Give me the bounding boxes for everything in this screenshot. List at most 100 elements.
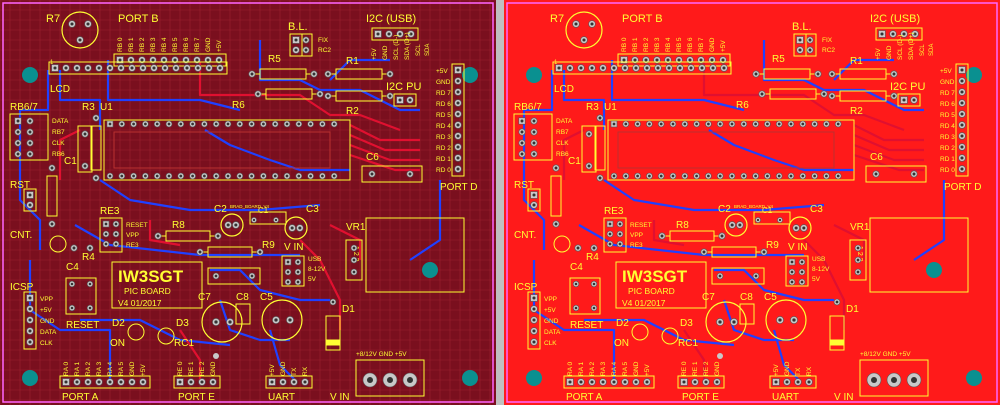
re3-vpp-label: VPP [126, 232, 139, 239]
rst-header-outline [527, 188, 541, 212]
port-b-pin-label: RB 0 [117, 37, 124, 52]
port-a-pin-label: RA 3 [600, 362, 607, 376]
c7-outline [201, 301, 243, 343]
vsel-outline [281, 255, 305, 287]
pad-hole [387, 32, 391, 36]
top-trace [198, 62, 401, 132]
pad-hole [273, 122, 277, 126]
pad-hole [70, 282, 74, 286]
pad-hole [612, 122, 616, 126]
pad-hole [766, 174, 769, 178]
r4-body [46, 175, 58, 217]
uart-pin-label: GND [784, 361, 791, 376]
pad-hole [456, 156, 460, 160]
pad-hole [796, 380, 800, 384]
pad-hole [298, 226, 302, 230]
port-b-pin-label: RB 1 [128, 37, 135, 52]
port-d-pin-label: RD 2 [940, 145, 955, 152]
port-e-header-outline [173, 375, 221, 389]
port-d-label: PORT D [440, 182, 477, 193]
pad-hole [644, 58, 648, 62]
pad-hole [70, 22, 74, 26]
re3-label: RE3 [100, 206, 120, 217]
pad-hole [174, 66, 178, 70]
pad-hole [179, 174, 183, 178]
port-b-pin-label: +5V [216, 40, 223, 52]
pad-hole [816, 72, 820, 76]
pad-hole [130, 66, 134, 70]
pad-hole [86, 66, 90, 70]
r2-label: R2 [850, 106, 863, 117]
i2c-pu-label: I2C PU [386, 81, 422, 93]
pad-hole [296, 260, 300, 264]
c5-outline [765, 299, 807, 341]
pad-hole [252, 218, 256, 222]
pad-hole [902, 98, 906, 102]
pad-hole [456, 112, 460, 116]
brand-box [615, 261, 707, 309]
port-a-pin-label: RA 4 [107, 362, 114, 376]
pad-hole [790, 260, 794, 264]
d2-led [127, 323, 145, 341]
pad-hole [656, 66, 660, 70]
top-trace [562, 129, 585, 180]
mounting-hole [462, 370, 478, 386]
port-d-pin-label: RD 5 [436, 112, 451, 119]
pad-hole [28, 119, 32, 123]
rb67-label: RB6/7 [10, 102, 38, 113]
port-b-pin-label: RB 2 [139, 37, 146, 52]
pad-hole [601, 380, 605, 384]
mounting-hole [926, 262, 942, 278]
board-edge [2, 2, 494, 403]
pad-hole [114, 232, 118, 236]
pad-hole [667, 66, 671, 70]
reg-outline [711, 267, 765, 285]
port-d-pin-label: RD 3 [940, 134, 955, 141]
top-trace [349, 124, 420, 142]
uart-pin-label: TX [291, 367, 298, 376]
mounting-hole [22, 67, 38, 83]
vr1-inner [345, 239, 363, 281]
top-trace [299, 239, 342, 330]
pad-hole [618, 222, 622, 226]
bl-rc2-label: RC2 [318, 47, 331, 54]
pad-hole [720, 234, 724, 238]
icsp-pin-label: DATA [40, 329, 57, 336]
pad-hole [633, 58, 637, 62]
pad-hole [856, 246, 860, 250]
port-a-label: PORT A [62, 392, 99, 403]
pad-hole [688, 58, 692, 62]
bottom-trace [28, 260, 112, 380]
bottom-trace [708, 129, 854, 172]
pad-hole [707, 122, 710, 126]
pad-hole [167, 122, 171, 126]
brand-subtitle: PIC BOARD [124, 286, 171, 296]
pad-hole [532, 318, 536, 322]
re3-vpp-label: VPP [630, 232, 643, 239]
reset-btn-outline [65, 277, 97, 315]
pad-hole [689, 66, 693, 70]
icsp-pin-label: VPP [544, 296, 557, 303]
pad-hole [294, 48, 298, 52]
pad-hole [754, 122, 757, 126]
pad-hole [104, 232, 108, 236]
pad-hole [574, 306, 578, 310]
pad-hole [683, 174, 687, 178]
vsel-usb-label: USB [308, 256, 321, 263]
pad-hole [28, 130, 32, 134]
pad-hole [206, 58, 210, 62]
pad-hole [532, 119, 536, 123]
re3-outline [99, 217, 123, 253]
pad-hole [119, 66, 123, 70]
rb67-label: RB6/7 [514, 102, 542, 113]
pad-hole [352, 246, 356, 250]
pad-hole [623, 66, 627, 70]
pad-hole [388, 94, 392, 98]
pad-hole [104, 242, 108, 246]
pad-hole [151, 58, 155, 62]
pad-hole [228, 320, 232, 324]
r7-label: R7 [46, 13, 60, 25]
rb67-pin-label: CLK [556, 140, 569, 147]
pad-hole [789, 122, 793, 126]
pad-hole [636, 174, 639, 178]
